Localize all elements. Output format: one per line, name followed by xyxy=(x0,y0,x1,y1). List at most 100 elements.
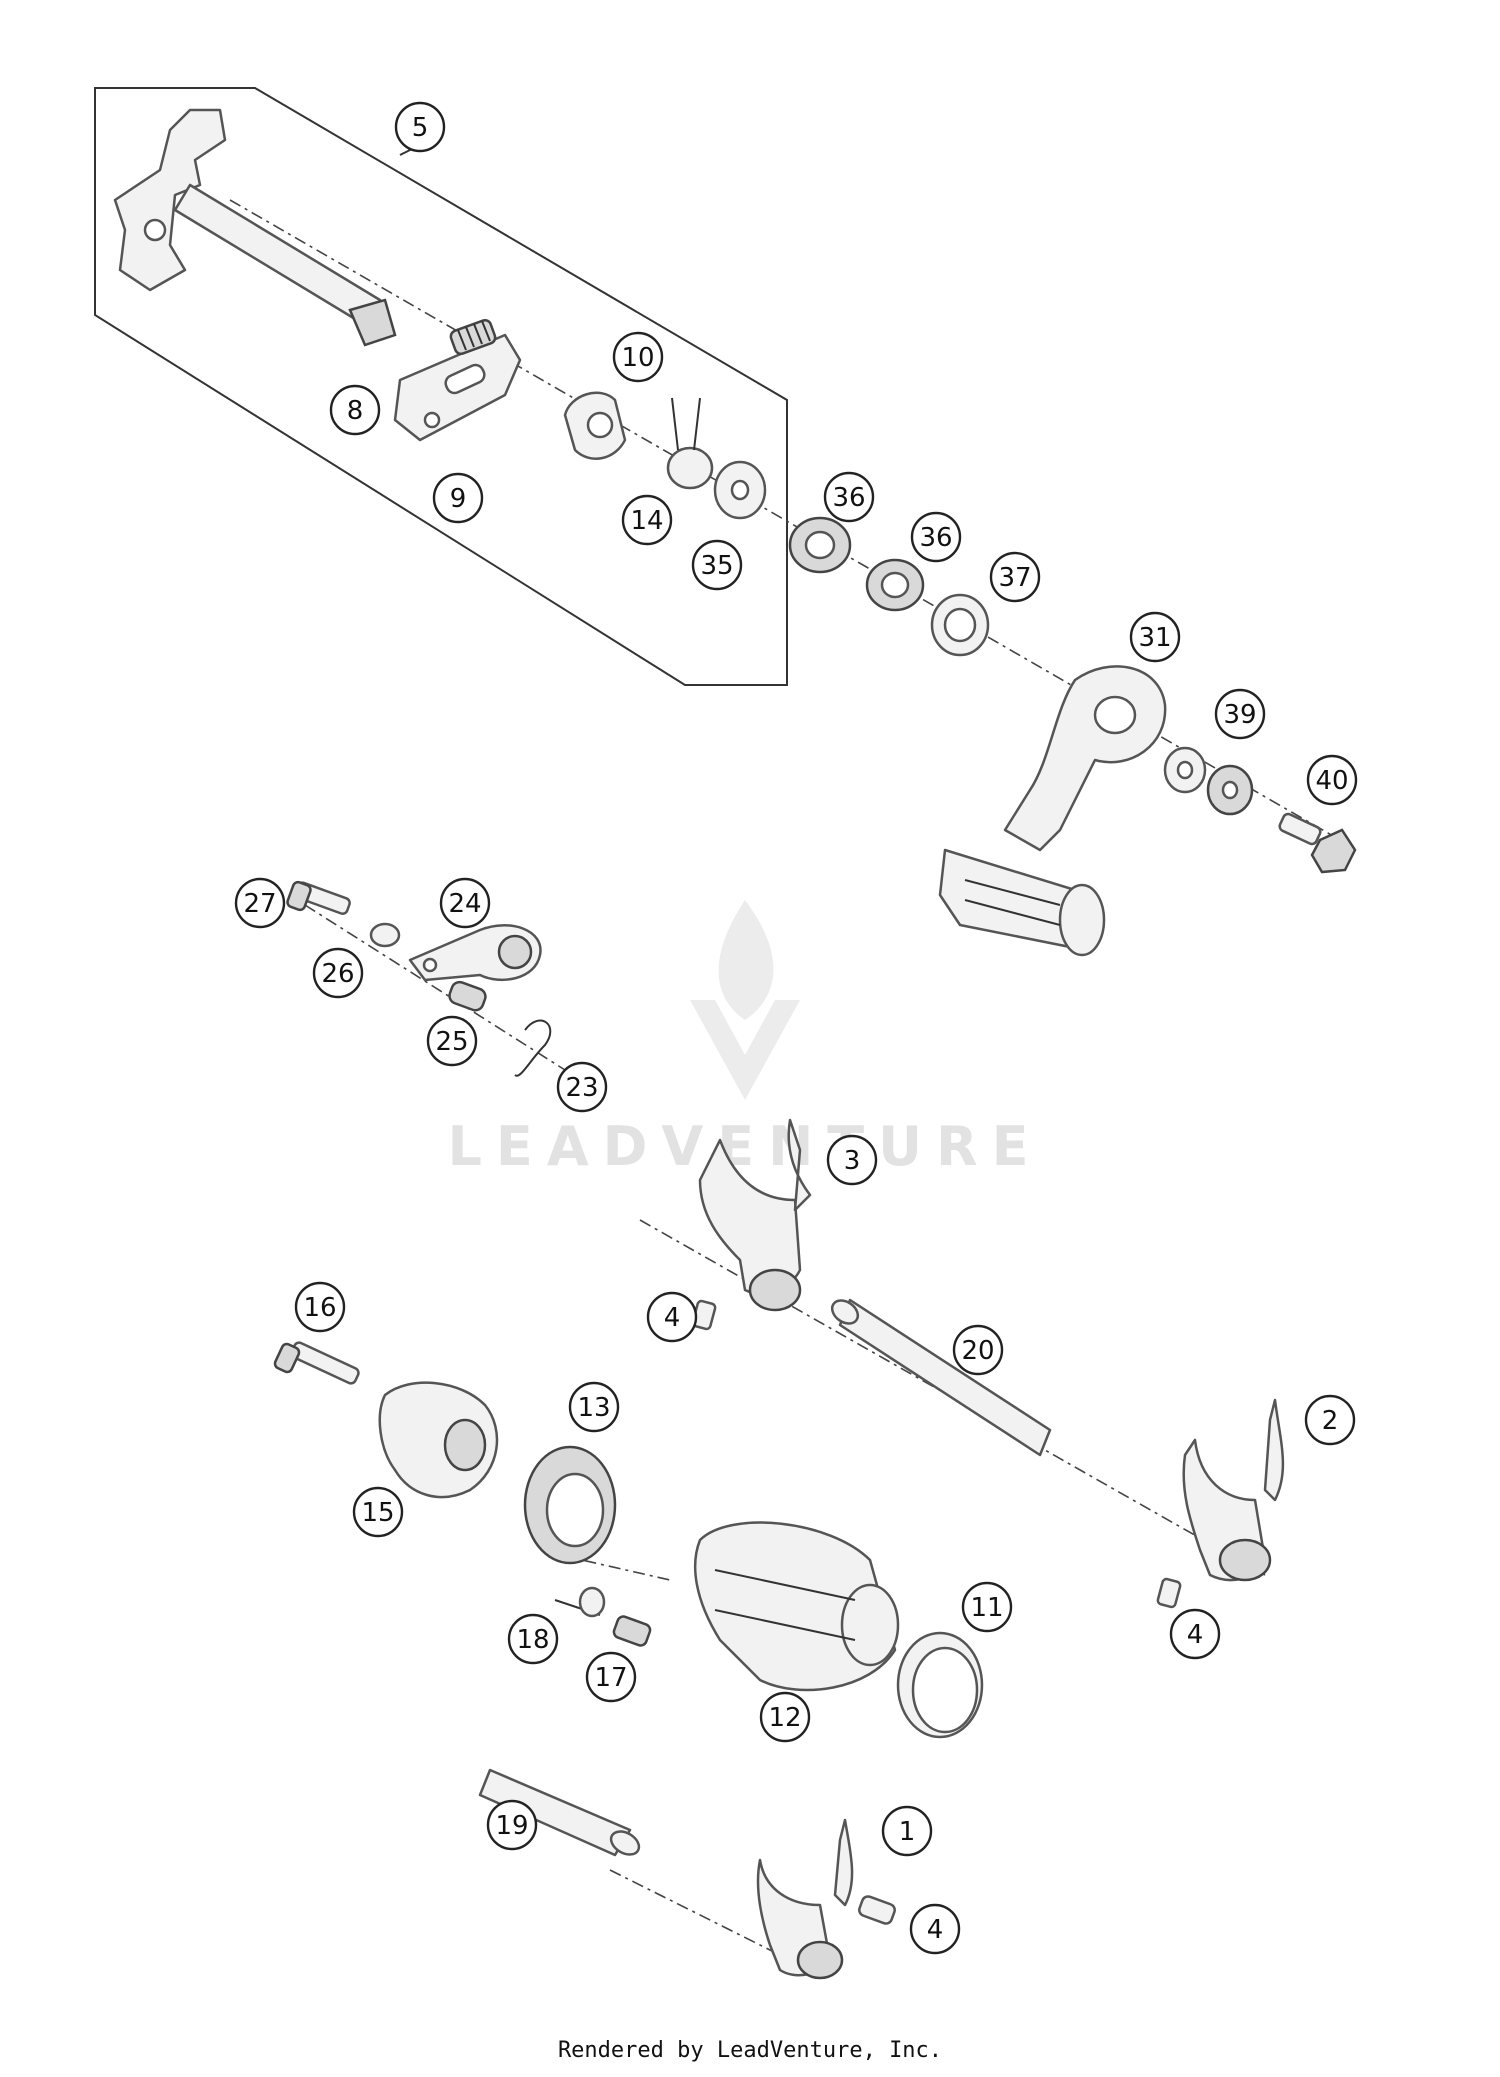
callout-number: 36 xyxy=(919,523,952,553)
callout-number: 4 xyxy=(1187,1620,1204,1650)
callout-number: 10 xyxy=(621,343,654,373)
shift-lever-part xyxy=(938,665,1167,957)
flame-logo-icon xyxy=(690,900,800,1100)
callout-40: 40 xyxy=(1306,754,1358,806)
callout-circle xyxy=(910,511,962,563)
callout-number: 24 xyxy=(448,889,481,919)
callout-number: 19 xyxy=(495,1811,528,1841)
callout-25: 25 xyxy=(426,1015,478,1067)
callout-19: 19 xyxy=(486,1799,538,1851)
callout-12: 12 xyxy=(759,1691,811,1743)
callout-number: 9 xyxy=(450,484,467,514)
callout-circle xyxy=(234,877,286,929)
callout-circle xyxy=(989,551,1041,603)
callout-15: 15 xyxy=(352,1486,404,1538)
bolt-40-part xyxy=(1278,812,1357,874)
locking-pin-parts xyxy=(554,1586,652,1647)
callout-circle xyxy=(612,331,664,383)
watermark-text: LEADVENTURE xyxy=(448,1115,1043,1178)
shift-fork-3-part xyxy=(698,1118,812,1312)
callout-number: 31 xyxy=(1138,623,1171,653)
callout-number: 18 xyxy=(516,1625,549,1655)
shift-fork-1-part xyxy=(756,1818,854,1980)
callout-circle xyxy=(952,1324,1004,1376)
callout-13: 13 xyxy=(568,1381,620,1433)
callout-36b: 36 xyxy=(910,511,962,563)
detent-lever-assembly xyxy=(286,880,552,1077)
callout-circle xyxy=(507,1613,559,1665)
callout-31: 31 xyxy=(1129,611,1181,663)
seal-37-part xyxy=(930,593,990,657)
callout-number: 17 xyxy=(594,1663,627,1693)
callout-circle xyxy=(426,1015,478,1067)
callout-number: 13 xyxy=(577,1393,610,1423)
callout-23: 23 xyxy=(556,1061,608,1113)
callout-number: 16 xyxy=(303,1293,336,1323)
shift-cam-15-part xyxy=(378,1381,499,1499)
callout-number: 39 xyxy=(1223,700,1256,730)
callout-circle xyxy=(439,877,491,929)
callout-circle xyxy=(691,539,743,591)
callout-circle xyxy=(1214,688,1266,740)
callout-5: 5 xyxy=(394,101,446,153)
callout-1: 1 xyxy=(881,1805,933,1857)
washer-39-part xyxy=(1163,746,1254,816)
callout-4a: 4 xyxy=(646,1291,698,1343)
callout-27: 27 xyxy=(234,877,286,929)
callout-circle xyxy=(352,1486,404,1538)
guide-pin-parts xyxy=(691,1299,1182,1925)
callout-number: 26 xyxy=(321,959,354,989)
callout-circle xyxy=(1129,611,1181,663)
callout-circle xyxy=(568,1381,620,1433)
callout-9: 9 xyxy=(432,472,484,524)
callout-circle xyxy=(486,1799,538,1851)
bearing-36-parts xyxy=(788,516,925,612)
clip-spring-part xyxy=(666,397,714,490)
callout-20: 20 xyxy=(952,1324,1004,1376)
callout-number: 27 xyxy=(243,889,276,919)
callout-circle xyxy=(881,1805,933,1857)
callout-number: 4 xyxy=(664,1303,681,1333)
callout-3: 3 xyxy=(826,1134,878,1186)
ring-11-part xyxy=(896,1631,984,1739)
callout-4c: 4 xyxy=(909,1903,961,1955)
callout-number: 36 xyxy=(832,483,865,513)
callout-circle xyxy=(394,101,446,153)
bearing-13-part xyxy=(523,1445,617,1565)
shift-shaft-kit-frame xyxy=(94,87,788,686)
callout-number: 23 xyxy=(565,1073,598,1103)
callout-circle xyxy=(556,1061,608,1113)
callout-circle xyxy=(961,1581,1013,1633)
callout-circle xyxy=(1306,754,1358,806)
callout-circle xyxy=(294,1281,346,1333)
callout-number: 14 xyxy=(630,506,663,536)
fork-rod-20-part xyxy=(830,1298,1052,1457)
callout-11: 11 xyxy=(961,1581,1013,1633)
callout-number: 25 xyxy=(435,1027,468,1057)
callout-39: 39 xyxy=(1214,688,1266,740)
callout-circle xyxy=(621,494,673,546)
callout-circle xyxy=(585,1651,637,1703)
callout-number: 2 xyxy=(1322,1406,1339,1436)
callout-24: 24 xyxy=(439,877,491,929)
fork-rod-19-part xyxy=(478,1768,641,1857)
callout-8: 8 xyxy=(329,384,381,436)
callout-number: 37 xyxy=(998,563,1031,593)
callout-circle xyxy=(826,1134,878,1186)
callout-number: 3 xyxy=(844,1146,861,1176)
callout-circle xyxy=(646,1291,698,1343)
bolt-16-part xyxy=(273,1341,360,1385)
callout-number: 5 xyxy=(412,113,429,143)
callout-number: 35 xyxy=(700,551,733,581)
callout-number: 8 xyxy=(347,396,364,426)
callout-number: 20 xyxy=(961,1336,994,1366)
callout-circle xyxy=(432,472,484,524)
callout-4b: 4 xyxy=(1169,1608,1221,1660)
callout-36a: 36 xyxy=(823,471,875,523)
shift-plate-part xyxy=(393,333,522,442)
shift-shaft-part xyxy=(113,108,397,347)
callout-10: 10 xyxy=(612,331,664,383)
leadventure-watermark: LEADVENTURE xyxy=(448,900,1043,1178)
